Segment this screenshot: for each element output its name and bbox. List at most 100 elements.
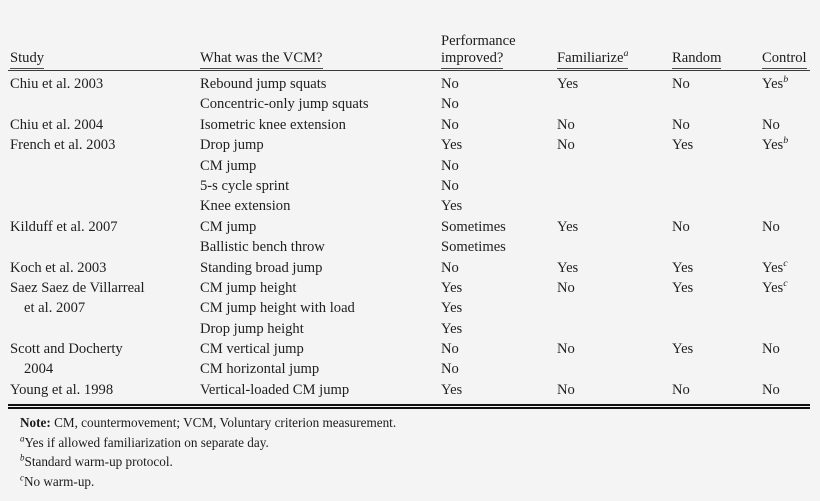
table-row: Ballistic bench throw Sometimes [0, 237, 820, 257]
cell-study: 2004 [24, 361, 54, 378]
cell-performance: Yes [441, 300, 463, 317]
column-header-familiarize-text: Familiarize [557, 50, 624, 66]
footnote-a-text: Yes if allowed familiarization on separa… [24, 434, 269, 450]
cell-familiarize: Yes [557, 218, 579, 235]
table-row: Concentric-only jump squats No [0, 94, 820, 114]
cell-familiarize: Yes [557, 259, 579, 276]
cell-vcm: Concentric-only jump squats [200, 96, 369, 113]
cell-performance: Yes [441, 198, 463, 215]
cell-vcm: Isometric knee extension [200, 116, 346, 133]
cell-study: Saez Saez de Villarreal [10, 279, 145, 296]
cell-study: Koch et al. 2003 [10, 259, 107, 276]
cell-familiarize: No [557, 116, 575, 133]
cell-control: Yesc [762, 278, 788, 296]
cell-performance: Yes [441, 320, 463, 337]
footnote-marker-a: a [623, 48, 629, 60]
cell-vcm: Drop jump [200, 137, 264, 154]
cell-vcm: Knee extension [200, 198, 291, 215]
column-header-vcm-label: What was the VCM? [200, 50, 323, 69]
cell-performance: No [441, 341, 459, 358]
cell-performance: No [441, 76, 459, 92]
cell-familiarize: No [557, 381, 575, 398]
cell-control: Yesb [762, 74, 789, 92]
cell-performance: No [441, 157, 459, 174]
cell-study: Chiu et al. 2004 [10, 116, 104, 133]
cell-performance: No [441, 177, 459, 194]
table-row: 2004 CM horizontal jump No [0, 359, 820, 379]
cell-performance: Yes [441, 381, 463, 398]
table-row: Young et al. 1998 Vertical-loaded CM jump… [0, 380, 820, 400]
cell-control: No [762, 218, 780, 235]
footnote-marker-b: b [783, 135, 789, 147]
cell-performance: Sometimes [441, 218, 506, 235]
cell-vcm: CM jump height with load [200, 300, 355, 317]
footnote-b: bStandard warm-up protocol. [20, 452, 810, 472]
cell-vcm: CM jump height [200, 279, 297, 296]
cell-study: Kilduff et al. 2007 [10, 218, 118, 235]
footnote-b-text: Standard warm-up protocol. [24, 454, 173, 470]
column-header-vcm: What was the VCM? [200, 50, 438, 69]
cell-random: Yes [672, 137, 694, 154]
cell-control: No [762, 381, 780, 398]
footnote-marker-c-note: c [20, 472, 24, 483]
cell-control: No [762, 116, 780, 133]
cell-study: Young et al. 1998 [10, 381, 114, 398]
table-row: Chiu et al. 2003 Rebound jump squats No Yes… [0, 74, 820, 94]
cell-familiarize: No [557, 279, 575, 296]
cell-vcm: CM jump [200, 218, 257, 235]
footnote-a: aYes if allowed familiarization on separ… [20, 433, 810, 453]
table-row: Chiu et al. 2004 Isometric knee extension… [0, 115, 820, 135]
cell-study: Chiu et al. 2003 [10, 76, 104, 92]
note-text: CM, countermovement; VCM, Voluntary crit… [50, 415, 397, 430]
column-header-performance-line1: Performance [441, 33, 516, 49]
cell-vcm: Drop jump height [200, 320, 304, 337]
cell-performance: No [441, 116, 459, 133]
cell-performance: No [441, 259, 459, 276]
table-row: Saez Saez de Villarreal CM jump height Yes… [0, 278, 820, 298]
cell-performance: Yes [441, 137, 463, 154]
column-header-control: Control [762, 50, 820, 69]
cell-control: No [762, 341, 780, 358]
footnote-marker-b-note: b [20, 452, 25, 463]
header-rule [8, 70, 810, 71]
column-header-control-label: Control [762, 50, 807, 69]
cell-study: Scott and Docherty [10, 341, 123, 358]
table-bottom-rule [8, 404, 810, 409]
cell-random: Yes [672, 259, 694, 276]
column-header-random-label: Random [672, 50, 722, 69]
cell-performance: Yes [441, 279, 463, 296]
footnote-c-text: No warm-up. [23, 473, 95, 489]
cell-vcm: Ballistic bench throw [200, 239, 325, 256]
table-row: Knee extension Yes [0, 196, 820, 216]
cell-vcm: CM jump [200, 157, 257, 174]
cell-study: French et al. 2003 [10, 137, 116, 154]
cell-vcm: Vertical-loaded CM jump [200, 381, 350, 398]
cell-vcm: Rebound jump squats [200, 76, 327, 92]
cell-performance: No [441, 96, 459, 113]
cell-performance: Sometimes [441, 239, 506, 256]
footnote-c: cNo warm-up. [20, 472, 810, 492]
table-row: Kilduff et al. 2007 CM jump Sometimes Yes No… [0, 217, 820, 237]
cell-vcm: 5-s cycle sprint [200, 177, 290, 194]
column-header-study-label: Study [10, 50, 45, 69]
footnote-marker-a-note: a [20, 433, 25, 444]
table-notes: Note: CM, countermovement; VCM, Voluntar… [20, 413, 810, 491]
cell-study: et al. 2007 [24, 300, 86, 317]
cell-performance: No [441, 361, 459, 378]
cell-vcm: CM horizontal jump [200, 361, 320, 378]
cell-random: Yes [672, 279, 694, 296]
column-header-study: Study [10, 50, 200, 69]
cell-random: No [672, 76, 690, 92]
note-line-general: Note: CM, countermovement; VCM, Voluntar… [20, 413, 810, 433]
cell-random: No [672, 381, 690, 398]
footnote-marker-c: c [783, 257, 788, 269]
column-header-familiarize: Familiarizea [557, 48, 669, 69]
cell-familiarize: No [557, 137, 575, 154]
cell-random: No [672, 116, 690, 133]
cell-vcm: CM vertical jump [200, 341, 304, 358]
